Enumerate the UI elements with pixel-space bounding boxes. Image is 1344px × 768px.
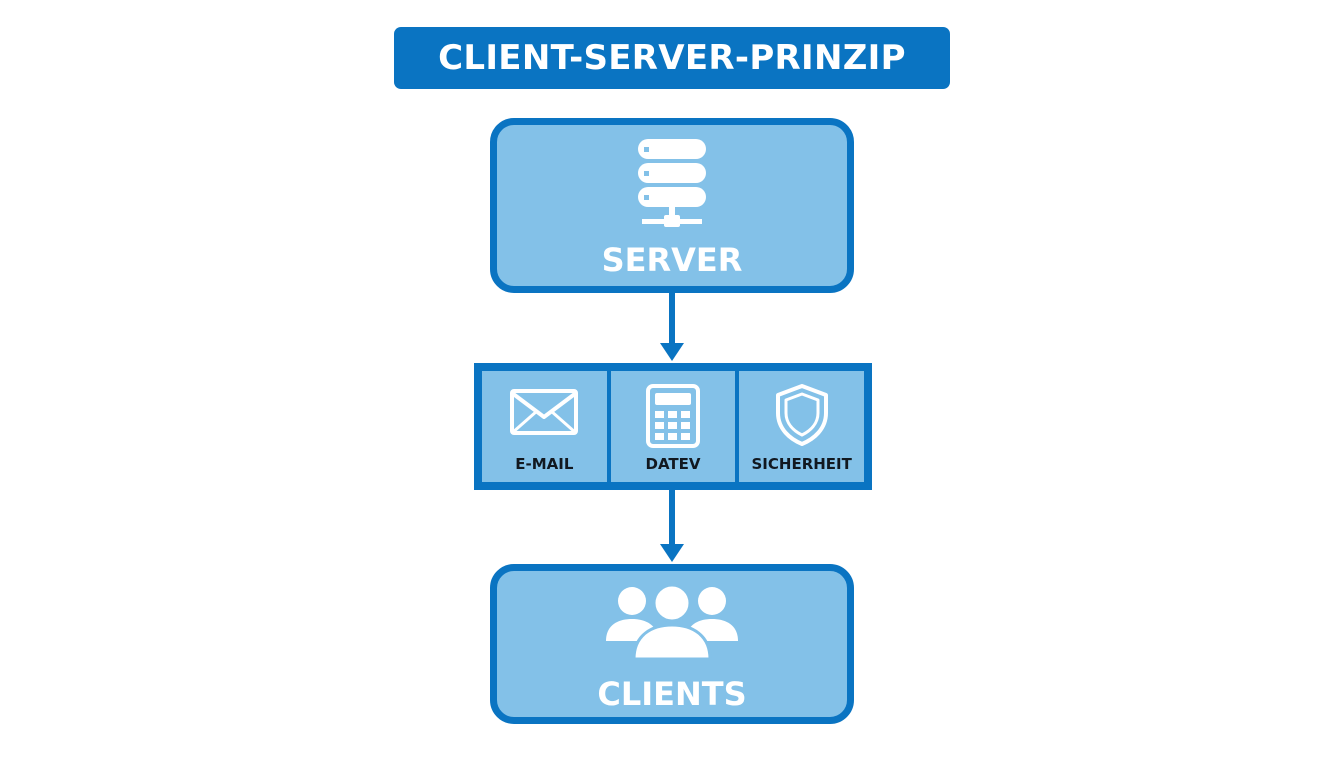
service-label-sicherheit: SICHERHEIT: [751, 455, 852, 473]
service-email: E-MAIL: [482, 371, 607, 482]
calculator-icon: [646, 384, 700, 448]
service-sicherheit: SICHERHEIT: [739, 371, 865, 482]
server-database-icon: [638, 139, 706, 227]
users-group-icon: [606, 583, 738, 661]
service-label-email: E-MAIL: [515, 455, 574, 473]
title-banner: CLIENT-SERVER-PRINZIP: [394, 27, 950, 89]
envelope-icon: [510, 389, 579, 435]
server-node: SERVER: [490, 118, 854, 293]
connector-server-to-services: [660, 293, 684, 361]
service-label-datev: DATEV: [645, 455, 701, 473]
service-datev: DATEV: [610, 371, 736, 482]
services-bar: E-MAIL DATEV SICHERHEIT: [474, 363, 872, 490]
clients-node: CLIENTS: [490, 564, 854, 724]
page-title: CLIENT-SERVER-PRINZIP: [438, 38, 906, 78]
shield-icon: [775, 384, 828, 446]
server-label: SERVER: [601, 241, 743, 279]
clients-label: CLIENTS: [597, 675, 747, 713]
connector-services-to-clients: [660, 490, 684, 562]
